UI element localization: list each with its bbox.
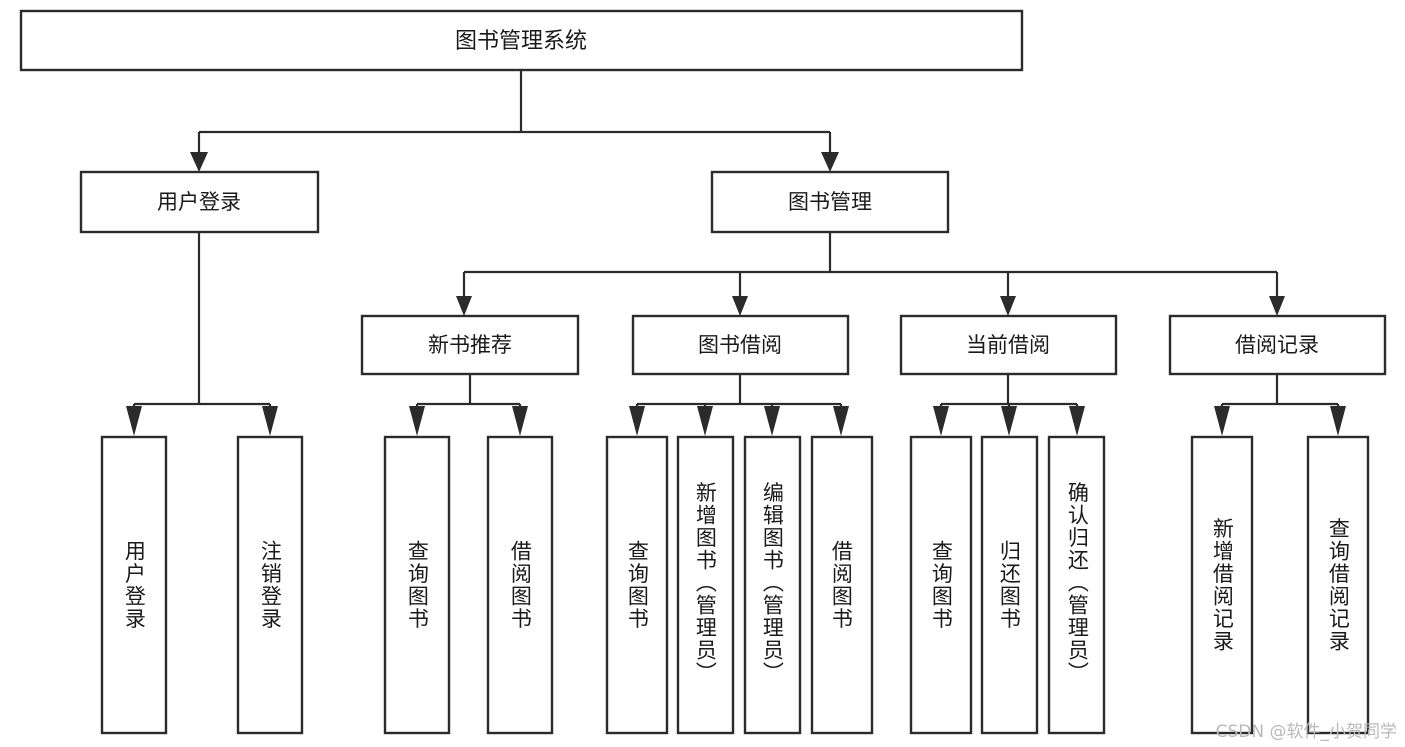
node-user-login[interactable]: 用户登录 (79, 170, 320, 234)
arrowhead-leaf-user-login-1 (126, 406, 142, 436)
leaf-box-user-login-1[interactable] (100, 435, 168, 735)
leaf-box-new-book-2[interactable] (486, 435, 554, 735)
leaf-boxes-user-login (100, 435, 304, 735)
arrowhead-leaf-new-book-1 (409, 406, 425, 436)
book-manage-label: 图书管理 (788, 190, 872, 214)
leaf-box-current-borrow-1[interactable] (909, 435, 973, 735)
leaf-boxes-book-borrow (605, 435, 874, 735)
arrowhead-leaf-borrow-record-2 (1330, 406, 1346, 436)
arrowhead-leaf-current-borrow-1 (933, 406, 949, 436)
arrowhead-leaf-current-borrow-3 (1069, 406, 1085, 436)
leaf-box-current-borrow-2[interactable] (980, 435, 1039, 735)
leaf-boxes-new-book-recommend (383, 435, 554, 735)
arrowhead-current-borrow (1000, 296, 1016, 316)
leaf-box-borrow-record-2[interactable] (1306, 435, 1370, 735)
book-borrow-label: 图书借阅 (698, 333, 782, 357)
arrowhead-borrow-record (1269, 296, 1285, 316)
book-manage-box[interactable] (710, 170, 950, 234)
node-book-manage[interactable]: 图书管理 (710, 170, 950, 234)
arrow-heads (126, 152, 1346, 436)
arrowhead-leaf-user-login-2 (262, 406, 278, 436)
user-login-box[interactable] (79, 170, 320, 234)
leaf-boxes-borrow-record (1190, 435, 1370, 735)
leaf-box-book-borrow-1[interactable] (605, 435, 669, 735)
arrowhead-leaf-borrow-record-1 (1214, 406, 1230, 436)
node-new-book-recommend[interactable]: 新书推荐 (360, 314, 580, 376)
arrowhead-leaf-book-borrow-4 (833, 406, 849, 436)
leaf-box-new-book-1[interactable] (383, 435, 451, 735)
arrowhead-leaf-new-book-2 (512, 406, 528, 436)
leaf-box-book-borrow-2[interactable] (676, 435, 735, 735)
arrowhead-leaf-book-borrow-2 (697, 406, 713, 436)
arrowhead-book-manage (821, 152, 839, 172)
root-label: 图书管理系统 (455, 29, 587, 54)
borrow-record-box[interactable] (1168, 314, 1387, 376)
csdn-watermark: CSDN @软件_小贺同学 (1215, 722, 1397, 742)
node-root[interactable]: 图书管理系统 (19, 9, 1024, 72)
arrowhead-leaf-current-borrow-2 (1001, 406, 1017, 436)
book-borrow-box[interactable] (631, 314, 850, 376)
node-current-borrow[interactable]: 当前借阅 (899, 314, 1118, 376)
leaf-box-borrow-record-1[interactable] (1190, 435, 1254, 735)
arrowhead-new-book (456, 296, 472, 316)
leaf-boxes-current-borrow (909, 435, 1106, 735)
arrowhead-leaf-book-borrow-3 (764, 406, 780, 436)
leaf-box-book-borrow-3[interactable] (743, 435, 802, 735)
arrowhead-user-login (190, 152, 208, 172)
arrowhead-book-borrow (732, 296, 748, 316)
user-login-label: 用户登录 (157, 190, 241, 214)
new-book-recommend-box[interactable] (360, 314, 580, 376)
node-borrow-record[interactable]: 借阅记录 (1168, 314, 1387, 376)
root-box[interactable] (19, 9, 1024, 72)
node-book-borrow[interactable]: 图书借阅 (631, 314, 850, 376)
current-borrow-box[interactable] (899, 314, 1118, 376)
leaf-box-user-login-2[interactable] (236, 435, 304, 735)
current-borrow-label: 当前借阅 (966, 333, 1050, 357)
new-book-recommend-label: 新书推荐 (428, 333, 512, 357)
leaf-box-current-borrow-3[interactable] (1047, 435, 1106, 735)
leaf-box-book-borrow-4[interactable] (810, 435, 874, 735)
arrowhead-leaf-book-borrow-1 (629, 406, 645, 436)
borrow-record-label: 借阅记录 (1235, 333, 1319, 357)
